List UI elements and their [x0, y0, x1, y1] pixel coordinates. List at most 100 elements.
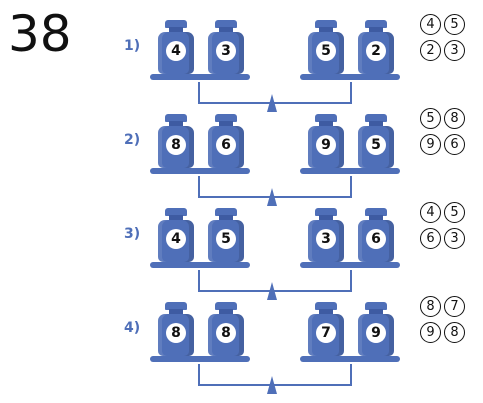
fulcrum-triangle [267, 94, 277, 112]
right-arm [350, 364, 352, 386]
right-pan [300, 262, 400, 268]
left-weight: 8 [208, 302, 244, 358]
left-weight: 6 [208, 114, 244, 170]
weight-neck [369, 121, 383, 127]
weight-cap [315, 302, 337, 310]
right-weight: 5 [358, 114, 394, 170]
right-pan [300, 356, 400, 362]
weight-number: 5 [366, 135, 386, 155]
left-weight: 5 [208, 208, 244, 264]
right-weight: 7 [308, 302, 344, 358]
weight-neck [169, 309, 183, 315]
weight-neck [369, 27, 383, 33]
answer-option-circle[interactable]: 8 [420, 296, 441, 317]
right-weight: 2 [358, 20, 394, 76]
weight-number: 4 [166, 41, 186, 61]
left-weight: 8 [158, 114, 194, 170]
weight-cap [215, 114, 237, 122]
weight-cap [315, 114, 337, 122]
weight-cap [365, 302, 387, 310]
right-pan [300, 74, 400, 80]
answer-option-circle[interactable]: 3 [444, 228, 465, 249]
weight-cap [165, 114, 187, 122]
weight-cap [215, 20, 237, 28]
weight-number: 6 [216, 135, 236, 155]
weight-cap [165, 20, 187, 28]
weight-number: 8 [166, 323, 186, 343]
answer-option-circle[interactable]: 9 [420, 134, 441, 155]
answer-option-circle[interactable]: 8 [444, 108, 465, 129]
problem-label: 2) [124, 132, 141, 148]
balance-scale [0, 104, 400, 206]
answer-option-circle[interactable]: 4 [420, 202, 441, 223]
weight-neck [169, 121, 183, 127]
problem-label: 1) [124, 38, 141, 54]
weight-neck [319, 121, 333, 127]
weight-cap [165, 208, 187, 216]
left-weight: 4 [158, 20, 194, 76]
answer-option-circle[interactable]: 5 [444, 202, 465, 223]
weight-cap [365, 20, 387, 28]
right-weight: 6 [358, 208, 394, 264]
weight-number: 9 [366, 323, 386, 343]
left-pan [150, 262, 250, 268]
weight-number: 6 [366, 229, 386, 249]
weight-neck [219, 215, 233, 221]
weight-number: 5 [216, 229, 236, 249]
answer-option-circle[interactable]: 4 [420, 14, 441, 35]
answer-option-circle[interactable]: 6 [444, 134, 465, 155]
left-pan [150, 168, 250, 174]
problem-label: 4) [124, 320, 141, 336]
left-pan [150, 74, 250, 80]
weight-number: 2 [366, 41, 386, 61]
weight-cap [165, 302, 187, 310]
weight-number: 8 [216, 323, 236, 343]
right-weight: 5 [308, 20, 344, 76]
right-weight: 9 [308, 114, 344, 170]
weight-neck [169, 215, 183, 221]
left-arm [198, 82, 200, 104]
answer-option-circle[interactable]: 2 [420, 40, 441, 61]
weight-cap [315, 208, 337, 216]
weight-cap [315, 20, 337, 28]
right-pan [300, 168, 400, 174]
right-weight: 9 [358, 302, 394, 358]
weight-neck [219, 27, 233, 33]
answer-option-circle[interactable]: 7 [444, 296, 465, 317]
weight-cap [215, 208, 237, 216]
balance-scale [0, 10, 400, 112]
weight-neck [219, 121, 233, 127]
fulcrum-triangle [267, 188, 277, 206]
right-arm [350, 82, 352, 104]
weight-neck [369, 309, 383, 315]
left-weight: 8 [158, 302, 194, 358]
balance-scale [0, 198, 400, 300]
problem-label: 3) [124, 226, 141, 242]
answer-option-circle[interactable]: 3 [444, 40, 465, 61]
weight-number: 3 [316, 229, 336, 249]
fulcrum-triangle [267, 376, 277, 394]
weight-cap [215, 302, 237, 310]
answer-option-circle[interactable]: 5 [420, 108, 441, 129]
weight-neck [219, 309, 233, 315]
balance-scale [0, 292, 400, 394]
answer-option-circle[interactable]: 6 [420, 228, 441, 249]
left-arm [198, 270, 200, 292]
weight-neck [369, 215, 383, 221]
left-weight: 4 [158, 208, 194, 264]
answer-option-circle[interactable]: 9 [420, 322, 441, 343]
left-weight: 3 [208, 20, 244, 76]
weight-number: 3 [216, 41, 236, 61]
left-pan [150, 356, 250, 362]
weight-number: 4 [166, 229, 186, 249]
weight-number: 5 [316, 41, 336, 61]
answer-option-circle[interactable]: 5 [444, 14, 465, 35]
answer-option-circle[interactable]: 8 [444, 322, 465, 343]
